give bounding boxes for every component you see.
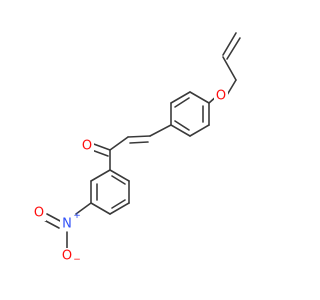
bond-allyl-ch-ch2 — [222, 56, 237, 81]
bond-ring2-6 — [90, 169, 111, 182]
atom-ketone-oxygen: O — [80, 138, 94, 154]
bond-ring1-5-inner — [174, 97, 190, 108]
atom-ether-oxygen: O — [214, 87, 228, 104]
atom-ether-oxygen-bg — [214, 87, 228, 103]
bond-allyl-terminal-double — [222, 32, 237, 56]
bond-ring2-3-inner — [111, 199, 126, 209]
bond-aryl-nitrogen — [75, 202, 92, 215]
bond-ring2-3 — [109, 202, 130, 215]
atom-nitro-single-oxygen: O − — [60, 248, 81, 265]
atom-ketone-oxygen-bg — [80, 138, 94, 154]
bond-nitro-double — [46, 213, 63, 223]
bond-ring1-3 — [170, 124, 191, 137]
bond-allyl-terminal-double-inner — [226, 37, 241, 60]
atom-layer: O O N + O O − — [32, 87, 228, 265]
atom-nitro-nitrogen-bg — [60, 215, 74, 231]
atom-nitro-double-oxygen: O — [32, 205, 46, 221]
bond-nitro-double-inner — [43, 219, 60, 229]
chemical-structure: O O N + O O − — [32, 32, 241, 265]
bond-layer — [43, 32, 241, 249]
bond-aryl-vinyl — [149, 124, 172, 137]
atom-ketone-oxygen-label: O — [82, 139, 92, 154]
atom-nitro-double-oxygen-bg — [32, 205, 46, 221]
bond-allyl-ch2-oxygen — [226, 79, 237, 96]
bond-ring1-2 — [189, 124, 210, 137]
bond-vinyl-double — [127, 135, 151, 138]
atom-nitro-double-oxygen-label: O — [34, 206, 44, 221]
atom-nitro-single-oxygen-bg — [60, 248, 74, 264]
atom-ether-oxygen-label: O — [216, 89, 226, 104]
bond-vinyl-carbonyl — [109, 136, 129, 151]
bond-ring1-6 — [189, 91, 210, 104]
atom-nitro-single-oxygen-label: O — [62, 249, 72, 264]
bond-carbonyl-double — [90, 142, 111, 151]
atom-nitro-nitrogen-label: N — [62, 217, 72, 232]
bond-ring1-5 — [170, 91, 191, 104]
bond-ring2-1 — [109, 169, 130, 182]
atom-nitro-nitrogen-charge: + — [73, 211, 81, 221]
atom-nitro-nitrogen: N + — [60, 211, 81, 232]
bond-ring2-1-inner — [111, 175, 126, 185]
atom-nitro-single-oxygen-charge: − — [73, 255, 81, 265]
bond-ring1-3-inner — [174, 120, 190, 131]
bond-vinyl-double-inner — [129, 141, 149, 144]
bond-ring2-4 — [90, 202, 111, 215]
